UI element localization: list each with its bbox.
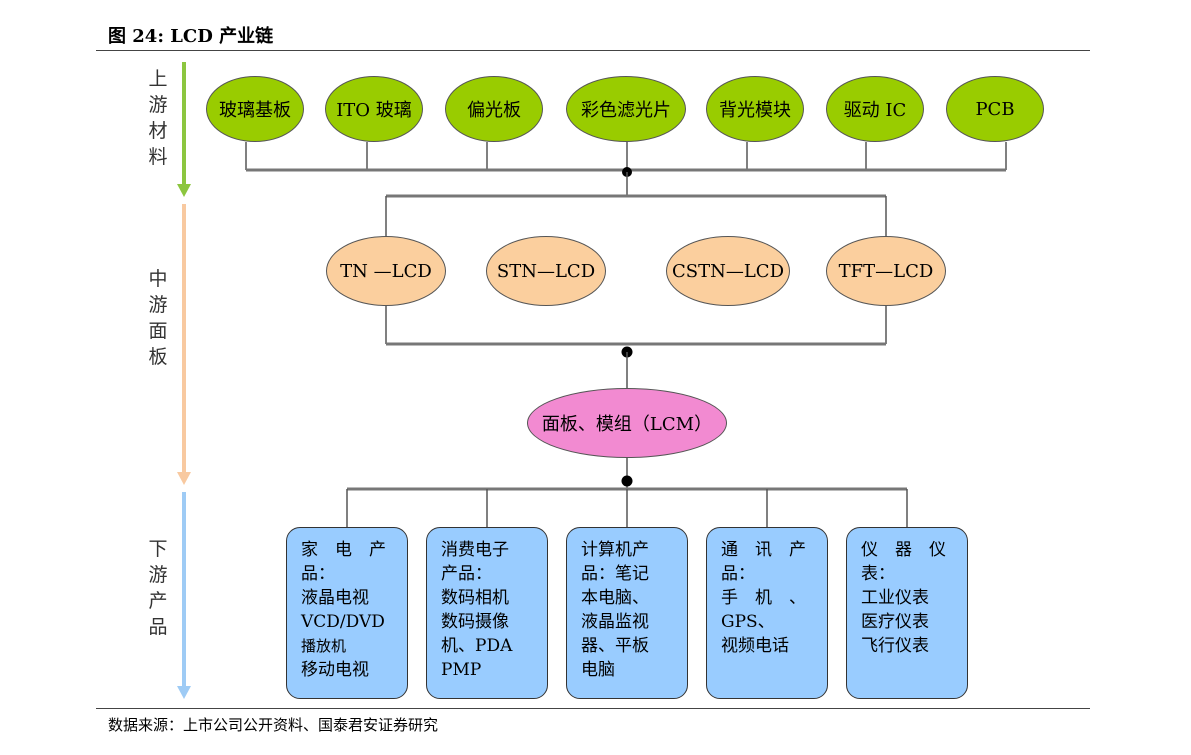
box-item: 液晶电视 xyxy=(301,588,369,608)
downstream-box-home-appliances: 家 电 产 品： 液晶电视 VCD/DVD 播放机 移动电视 xyxy=(286,527,408,699)
box-heading: 仪 器 仪 xyxy=(861,540,946,560)
bottom-rule xyxy=(96,708,1090,709)
midstream-node-tft-lcd: TFT—LCD xyxy=(826,236,946,306)
stage-label-downstream: 下游产品 xyxy=(148,538,168,638)
lcm-node: 面板、模组（LCM） xyxy=(527,388,727,458)
box-item: 视频电话 xyxy=(721,636,789,656)
box-item: 数码相机 xyxy=(441,588,509,608)
box-item: VCD/DVD xyxy=(301,612,385,632)
box-heading: 计算机产 xyxy=(581,540,649,560)
midstream-node-tn-lcd: TN —LCD xyxy=(326,236,446,306)
downstream-box-instruments: 仪 器 仪 表： 工业仪表 医疗仪表 飞行仪表 xyxy=(846,527,968,699)
box-item: GPS、 xyxy=(721,612,775,632)
downstream-box-communication-products: 通 讯 产 品： 手 机 、 GPS、 视频电话 xyxy=(706,527,828,699)
box-heading: 品： xyxy=(721,564,755,584)
stage-label-upstream: 上游材料 xyxy=(148,68,168,168)
box-item: 医疗仪表 xyxy=(861,612,929,632)
upstream-node-pcb: PCB xyxy=(946,76,1044,142)
box-heading: 表： xyxy=(861,564,895,584)
upstream-arrow xyxy=(177,62,191,197)
box-item: 本电脑、 xyxy=(581,588,649,608)
box-item: 数码摄像 xyxy=(441,612,509,632)
data-source: 数据来源：上市公司公开资料、国泰君安证券研究 xyxy=(108,716,439,734)
upstream-node-glass-substrate: 玻璃基板 xyxy=(206,76,304,142)
box-heading: 产品： xyxy=(441,564,492,584)
box-item: PMP xyxy=(441,660,482,680)
box-heading: 品：笔记 xyxy=(581,564,649,584)
upstream-node-driver-ic: 驱动 IC xyxy=(826,76,924,142)
box-heading: 消费电子 xyxy=(441,540,509,560)
box-item: 播放机 xyxy=(301,637,347,655)
midstream-node-cstn-lcd: CSTN—LCD xyxy=(666,236,790,306)
figure-title: 图 24: LCD 产业链 xyxy=(108,26,274,47)
downstream-arrow xyxy=(177,492,191,699)
box-item: 飞行仪表 xyxy=(861,636,929,656)
top-rule xyxy=(96,50,1090,51)
box-item: 液晶监视 xyxy=(581,612,649,632)
box-item: 器、平板 xyxy=(581,636,649,656)
box-item: 移动电视 xyxy=(301,660,369,680)
box-item: 电脑 xyxy=(581,660,615,680)
upstream-node-backlight-module: 背光模块 xyxy=(706,76,804,142)
midstream-node-stn-lcd: STN—LCD xyxy=(486,236,606,306)
upstream-node-color-filter: 彩色滤光片 xyxy=(566,76,686,142)
box-item: 机、PDA xyxy=(441,636,513,656)
upstream-node-ito-glass: ITO 玻璃 xyxy=(325,76,423,142)
box-item: 手 机 、 xyxy=(721,588,806,608)
midstream-arrow xyxy=(177,204,191,485)
stage-label-midstream: 中游面板 xyxy=(148,268,168,368)
box-heading: 通 讯 产 xyxy=(721,540,806,560)
upstream-node-polarizer: 偏光板 xyxy=(445,76,543,142)
box-heading: 品： xyxy=(301,564,335,584)
downstream-box-consumer-electronics: 消费电子 产品： 数码相机 数码摄像 机、PDA PMP xyxy=(426,527,548,699)
box-heading: 家 电 产 xyxy=(301,540,386,560)
downstream-box-computer-products: 计算机产 品：笔记 本电脑、 液晶监视 器、平板 电脑 xyxy=(566,527,688,699)
box-item: 工业仪表 xyxy=(861,588,929,608)
